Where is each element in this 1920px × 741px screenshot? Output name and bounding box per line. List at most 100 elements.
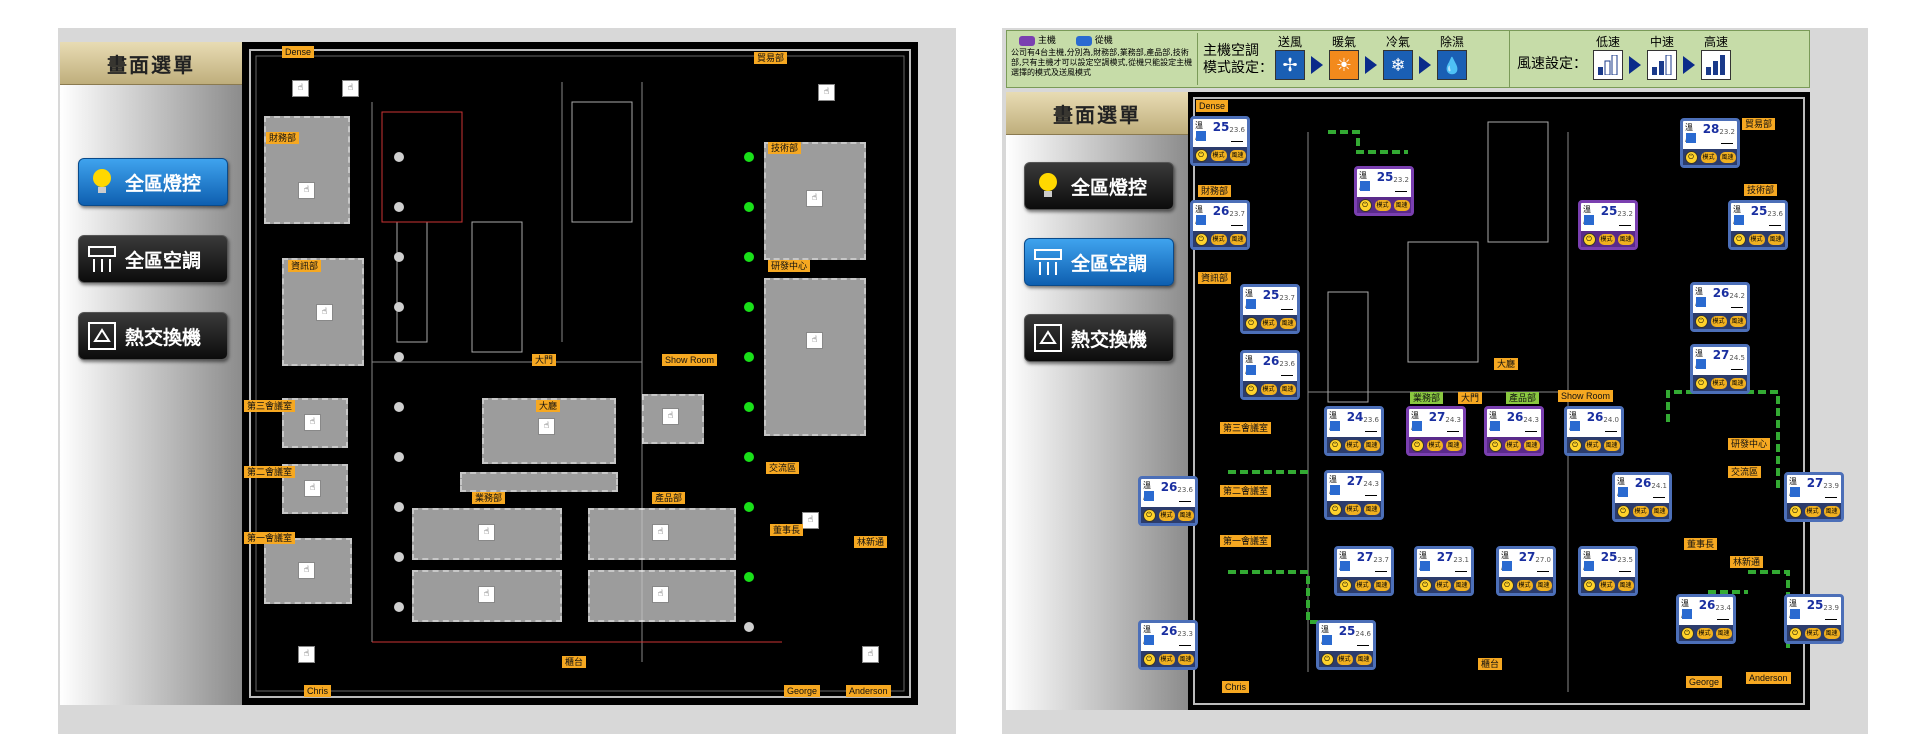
heat-exchanger-button[interactable]: 熱交換機: [78, 312, 228, 360]
mode-button[interactable]: 模式: [1632, 505, 1649, 517]
speed-button[interactable]: 風速: [1729, 377, 1746, 389]
power-button[interactable]: ⏻: [1338, 578, 1352, 592]
column-light[interactable]: [744, 622, 754, 632]
mode-button[interactable]: 模式: [1158, 509, 1175, 521]
power-button[interactable]: ⏻: [1732, 232, 1746, 246]
power-button[interactable]: ⏻: [1616, 504, 1630, 518]
speed-button[interactable]: 風速: [1523, 439, 1540, 451]
speed-button[interactable]: 風速: [1617, 233, 1634, 245]
column-light-on[interactable]: [744, 572, 754, 582]
lamp-icon[interactable]: ☝: [538, 418, 555, 435]
speed-button[interactable]: 風速: [1453, 579, 1470, 591]
column-light[interactable]: [394, 452, 404, 462]
lamp-icon[interactable]: ☝: [298, 646, 315, 663]
power-button[interactable]: ⏻: [1788, 504, 1802, 518]
column-light[interactable]: [394, 252, 404, 262]
mode-button[interactable]: 模式: [1516, 579, 1533, 591]
mode-cool[interactable]: 冷氣❄: [1383, 33, 1413, 80]
column-light-on[interactable]: [744, 252, 754, 262]
speed-button[interactable]: 風速: [1393, 199, 1410, 211]
speed-button[interactable]: 風速: [1823, 627, 1840, 639]
mode-button[interactable]: 模式: [1260, 317, 1277, 329]
mode-button[interactable]: 模式: [1504, 439, 1521, 451]
lamp-icon[interactable]: ☝: [806, 190, 823, 207]
speed-button[interactable]: 風速: [1603, 439, 1620, 451]
power-button[interactable]: ⏻: [1680, 626, 1694, 640]
speed-low[interactable]: 低速: [1593, 33, 1623, 80]
speed-button[interactable]: 風速: [1535, 579, 1552, 591]
all-lighting-button[interactable]: 全區燈控: [1024, 162, 1174, 210]
mode-button[interactable]: 模式: [1696, 627, 1713, 639]
mode-button[interactable]: 模式: [1374, 199, 1391, 211]
lamp-icon[interactable]: ☝: [652, 524, 669, 541]
power-button[interactable]: ⏻: [1328, 438, 1342, 452]
all-ac-button[interactable]: 全區空調: [78, 235, 228, 283]
lamp-icon[interactable]: ☝: [652, 586, 669, 603]
mode-button[interactable]: 模式: [1260, 383, 1277, 395]
mode-button[interactable]: 模式: [1700, 151, 1717, 163]
column-light[interactable]: [394, 602, 404, 612]
mode-button[interactable]: 模式: [1598, 579, 1615, 591]
all-lighting-button[interactable]: 全區燈控: [78, 158, 228, 206]
room-finance[interactable]: [264, 116, 350, 224]
speed-button[interactable]: 風速: [1279, 317, 1296, 329]
mode-button[interactable]: 模式: [1804, 627, 1821, 639]
mode-button[interactable]: 模式: [1584, 439, 1601, 451]
speed-button[interactable]: 風速: [1651, 505, 1668, 517]
speed-button[interactable]: 風速: [1229, 149, 1246, 161]
lamp-icon[interactable]: ☝: [304, 414, 321, 431]
power-button[interactable]: ⏻: [1244, 316, 1258, 330]
column-light[interactable]: [394, 402, 404, 412]
mode-button[interactable]: 模式: [1344, 439, 1361, 451]
power-button[interactable]: ⏻: [1194, 232, 1208, 246]
power-button[interactable]: ⏻: [1694, 314, 1708, 328]
power-button[interactable]: ⏻: [1582, 232, 1596, 246]
speed-button[interactable]: 風速: [1363, 503, 1380, 515]
speed-button[interactable]: 風速: [1617, 579, 1634, 591]
power-button[interactable]: ⏻: [1694, 376, 1708, 390]
lamp-icon[interactable]: ☝: [304, 480, 321, 497]
mode-button[interactable]: 模式: [1748, 233, 1765, 245]
mode-button[interactable]: 模式: [1336, 653, 1353, 665]
lamp-icon[interactable]: ☝: [316, 304, 333, 321]
lamp-icon[interactable]: ☝: [478, 524, 495, 541]
speed-high[interactable]: 高速: [1701, 33, 1731, 80]
mode-dry[interactable]: 除濕💧: [1437, 33, 1467, 80]
power-button[interactable]: ⏻: [1328, 502, 1342, 516]
power-button[interactable]: ⏻: [1320, 652, 1334, 666]
power-button[interactable]: ⏻: [1684, 150, 1698, 164]
power-button[interactable]: ⏻: [1142, 508, 1156, 522]
speed-button[interactable]: 風速: [1363, 439, 1380, 451]
mode-button[interactable]: 模式: [1434, 579, 1451, 591]
lamp-icon[interactable]: ☝: [662, 408, 679, 425]
power-button[interactable]: ⏻: [1418, 578, 1432, 592]
mode-button[interactable]: 模式: [1210, 233, 1227, 245]
mode-fan[interactable]: 送風✢: [1275, 33, 1305, 80]
room-sales-b[interactable]: [412, 570, 562, 622]
column-light[interactable]: [394, 352, 404, 362]
power-button[interactable]: ⏻: [1500, 578, 1514, 592]
lamp-icon[interactable]: ☝: [342, 80, 359, 97]
mode-button[interactable]: 模式: [1426, 439, 1443, 451]
lamp-icon[interactable]: ☝: [806, 332, 823, 349]
speed-button[interactable]: 風速: [1823, 505, 1840, 517]
power-button[interactable]: ⏻: [1410, 438, 1424, 452]
power-button[interactable]: ⏻: [1568, 438, 1582, 452]
lamp-icon[interactable]: ☝: [298, 562, 315, 579]
